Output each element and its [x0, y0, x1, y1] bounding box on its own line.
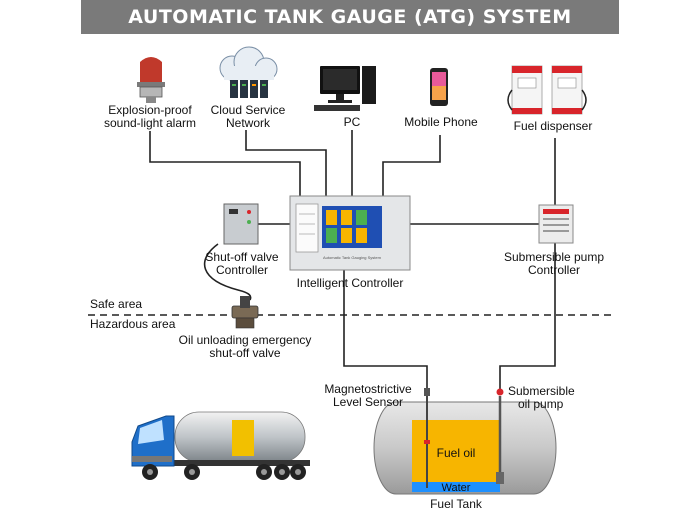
level-sensor-label: Magnetostrictive Level Sensor — [324, 382, 412, 409]
shutoff-valve-icon — [231, 296, 259, 329]
pc-icon — [314, 66, 376, 111]
tanker-truck-icon — [131, 411, 310, 480]
pump-controller-label: Submersible pump Controller — [503, 250, 605, 277]
water-label: Water — [441, 482, 471, 494]
cloud-label: Cloud Service Network — [210, 103, 286, 130]
alarm-icon — [137, 57, 165, 103]
title-bar: AUTOMATIC TANK GAUGE (ATG) SYSTEM — [81, 0, 619, 34]
cloud-icon — [219, 46, 278, 98]
fuel-dispenser-icon — [507, 65, 587, 115]
connection-lines — [149, 130, 556, 392]
phone-label: Mobile Phone — [404, 115, 478, 129]
valve-controller-label: Shut-off valve Controller — [205, 250, 279, 277]
dispenser-label: Fuel dispenser — [513, 119, 593, 133]
hazardous-area-label: Hazardous area — [90, 317, 176, 331]
controller-screen-caption: Automatic Tank Gauging System — [323, 255, 382, 260]
water-level — [412, 482, 500, 492]
fuel-tank-label: Fuel Tank — [430, 497, 482, 511]
safe-area-label: Safe area — [90, 297, 143, 311]
valve-controller-icon — [223, 203, 259, 245]
intelligent-controller-icon: Automatic Tank Gauging System — [289, 195, 411, 271]
submersible-pump-label: Submersible oil pump — [508, 384, 575, 411]
pump-controller-icon — [538, 204, 574, 244]
pc-label: PC — [343, 115, 361, 129]
shutoff-valve-label: Oil unloading emergency shut-off valve — [178, 333, 312, 360]
intelligent-controller-label: Intelligent Controller — [296, 276, 404, 290]
fuel-oil-label: Fuel oil — [436, 446, 476, 460]
alarm-label: Explosion-proof sound-light alarm — [103, 103, 197, 130]
level-sensor-icon — [424, 388, 430, 488]
submersible-pump-icon — [496, 388, 504, 484]
page-title: AUTOMATIC TANK GAUGE (ATG) SYSTEM — [128, 6, 572, 28]
phone-icon — [430, 68, 448, 106]
